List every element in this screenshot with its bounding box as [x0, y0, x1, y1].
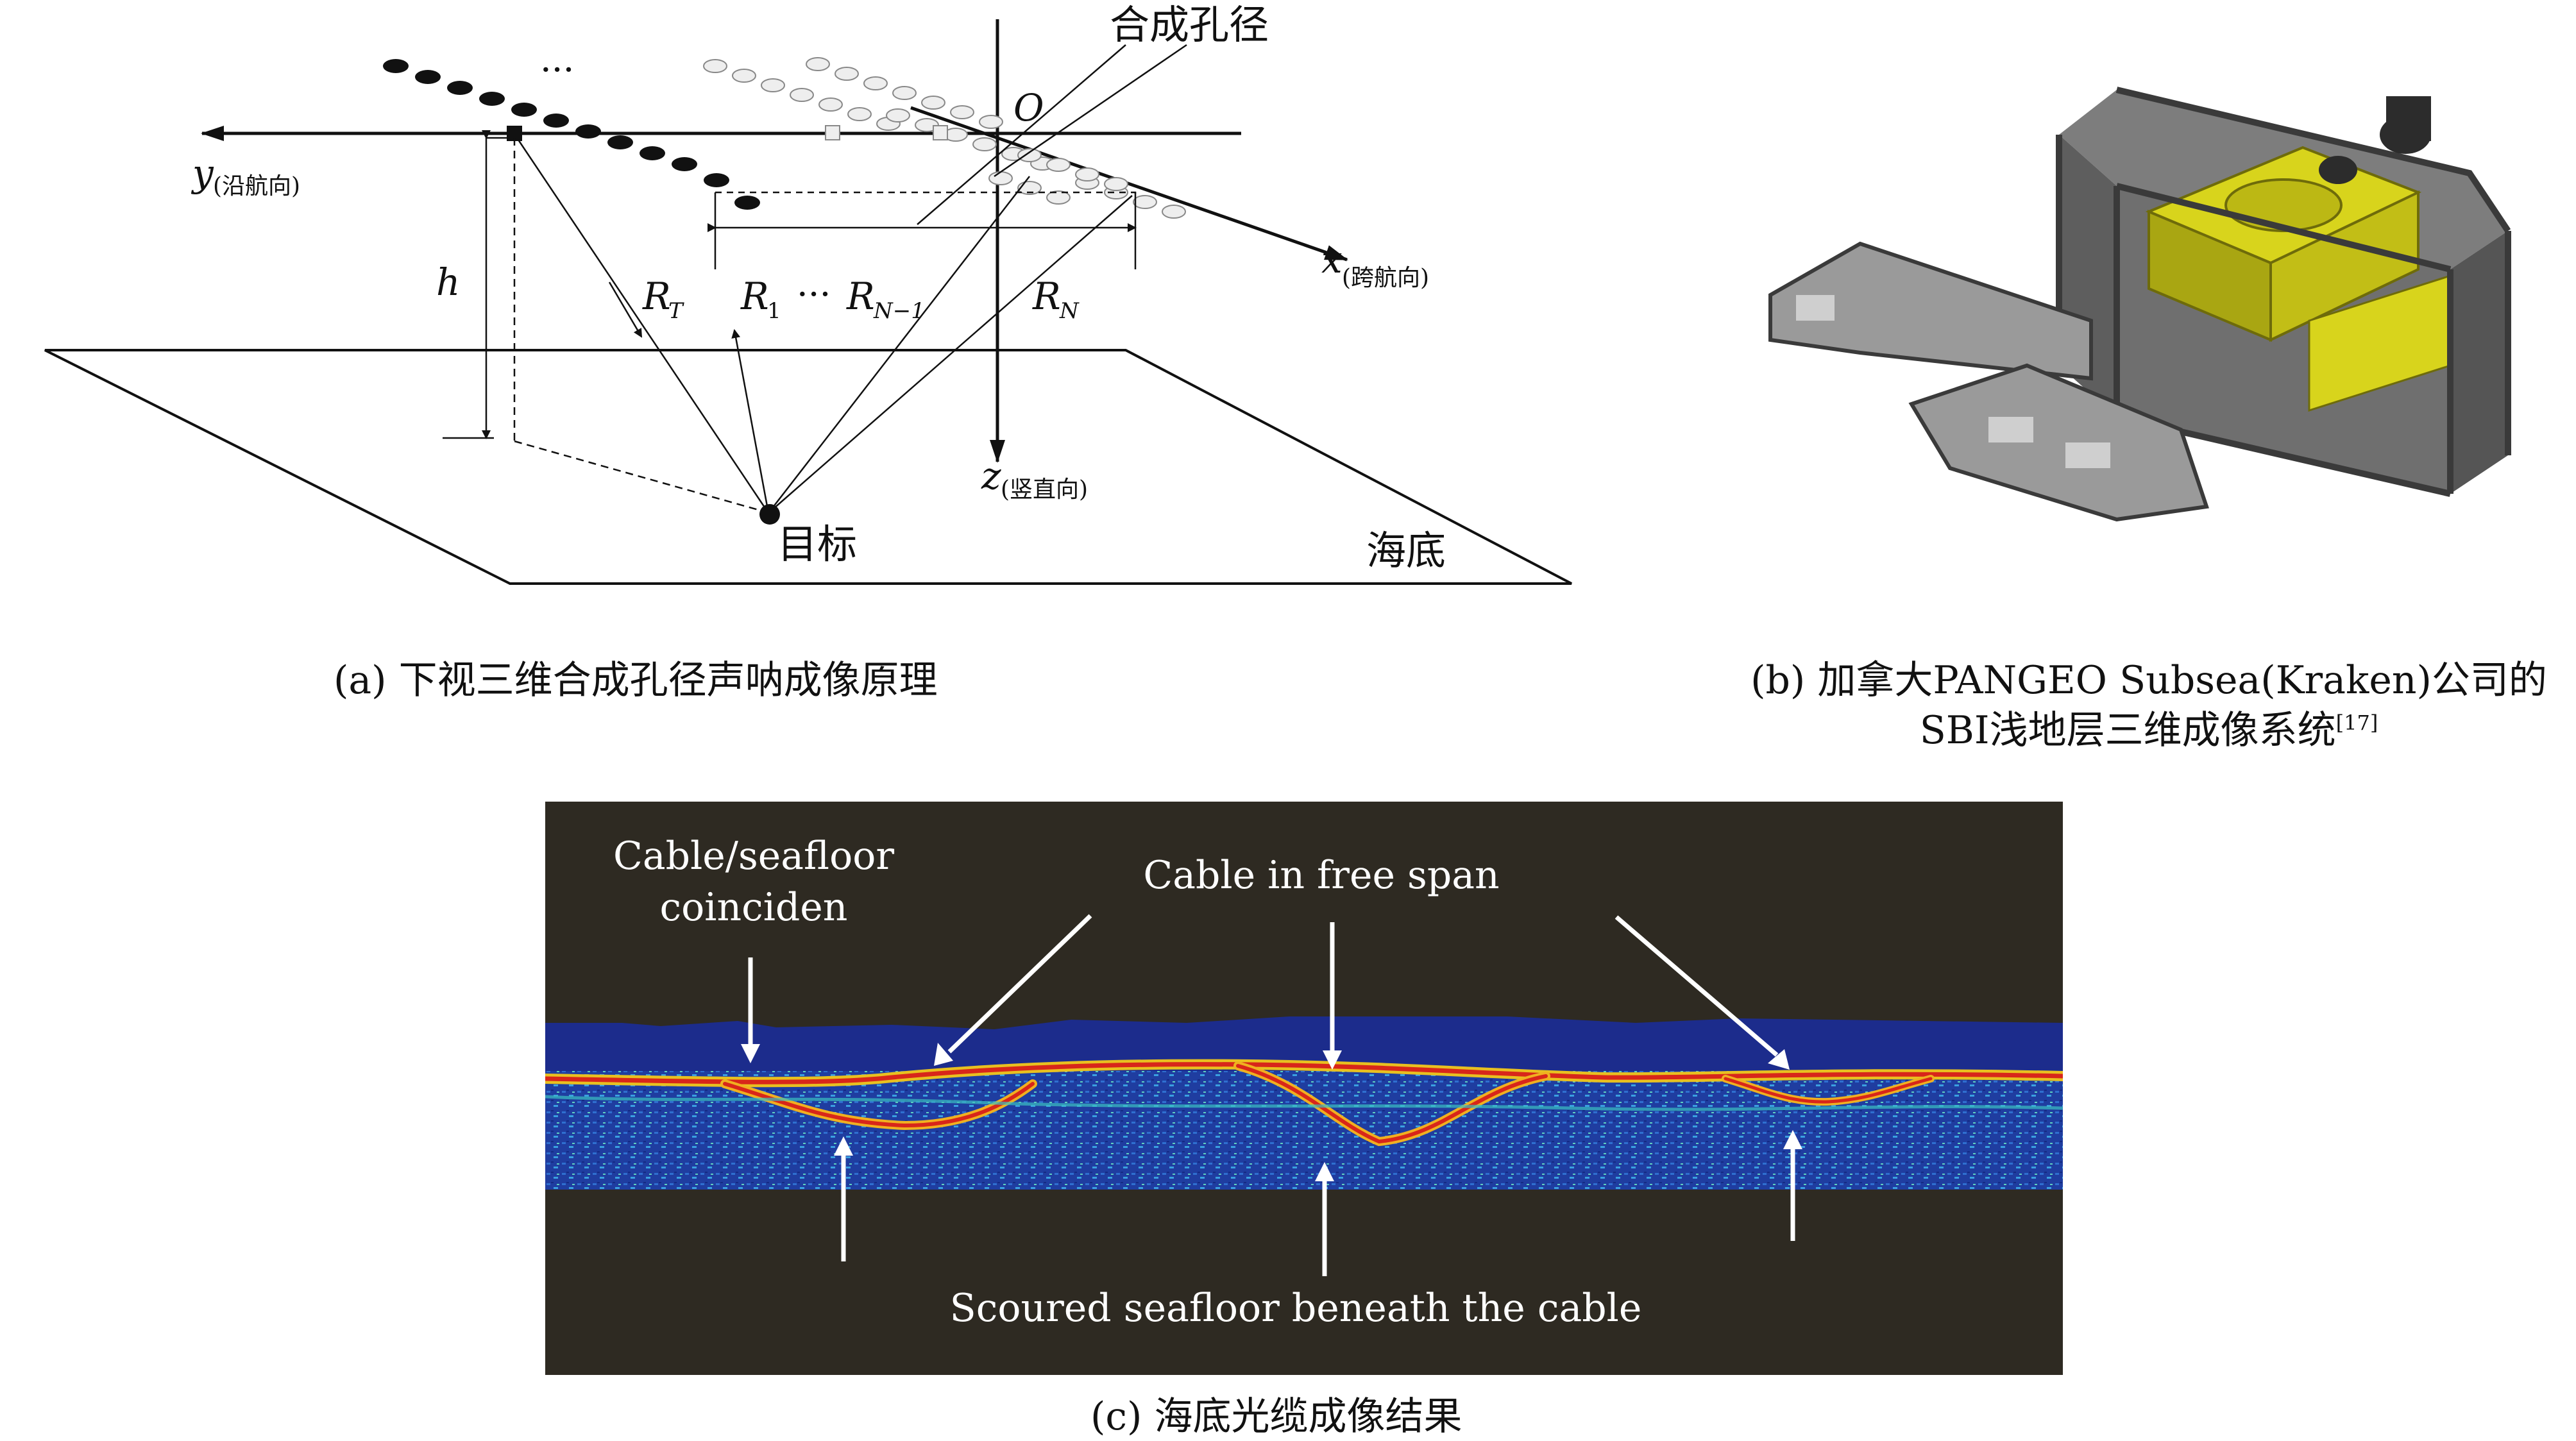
- svg-text:···: ···: [540, 49, 574, 91]
- black-array: [383, 59, 760, 210]
- label-aperture: 合成孔径: [1110, 1, 1269, 48]
- label-h: h: [436, 260, 460, 304]
- label-seabed: 海底: [1366, 527, 1446, 574]
- target-point: [759, 504, 780, 525]
- label-free-span: Cable in free span: [1143, 853, 1499, 898]
- label-origin: O: [1013, 86, 1044, 130]
- label-rt-sub: T: [668, 298, 684, 324]
- water-column: [545, 1016, 2063, 1077]
- label-z: z: [981, 454, 1001, 498]
- label-coincide-2: coinciden: [660, 885, 848, 930]
- caption-b-ref: [17]: [2335, 711, 2378, 735]
- x-axis: [910, 106, 1348, 262]
- label-rn1-sub: N−1: [873, 298, 925, 324]
- label-rn1: R: [846, 274, 875, 318]
- label-r1-sub: 1: [767, 298, 781, 324]
- cable-reflector: [540, 1059, 2068, 1147]
- label-dots: ···: [797, 274, 831, 316]
- caption-c: (c) 海底光缆成像结果: [1090, 1394, 1462, 1439]
- seabed-plane: [44, 349, 1572, 585]
- panel-c-sonar-image: Cable/seafloor coinciden Cable in free s…: [540, 802, 2068, 1375]
- label-x: x: [1321, 238, 1343, 282]
- label-x-sub: (跨航向): [1342, 265, 1429, 291]
- panel-a-diagram: 合成孔径 O ··· y (沿航向) x (跨航向) z (竖直向) h R T…: [0, 0, 1616, 616]
- caption-b-line1: (b) 加拿大PANGEO Subsea(Kraken)公司的: [1750, 658, 2547, 703]
- label-rn-sub: N: [1059, 298, 1080, 324]
- label-target: 目标: [777, 521, 857, 568]
- annotation-arrows: [741, 914, 1802, 1276]
- label-z-sub: (竖直向): [1001, 476, 1088, 503]
- label-y: y: [191, 151, 214, 195]
- virtual-array: [703, 57, 1186, 219]
- panel-b-vehicle: [1758, 19, 2527, 552]
- label-y-sub: (沿航向): [213, 173, 300, 199]
- sediment-layer: [545, 1071, 2063, 1190]
- label-coincide-1: Cable/seafloor: [613, 834, 894, 879]
- caption-a: (a) 下视三维合成孔径声呐成像原理: [334, 658, 938, 703]
- caption-b-text: SBI浅地层三维成像系统: [1919, 708, 2336, 753]
- label-r1: R: [740, 274, 769, 318]
- label-rn: R: [1032, 274, 1061, 318]
- label-scoured: Scoured seafloor beneath the cable: [950, 1286, 1642, 1331]
- label-rt: R: [642, 274, 671, 318]
- caption-b-line2: SBI浅地层三维成像系统[17]: [1719, 699, 2576, 755]
